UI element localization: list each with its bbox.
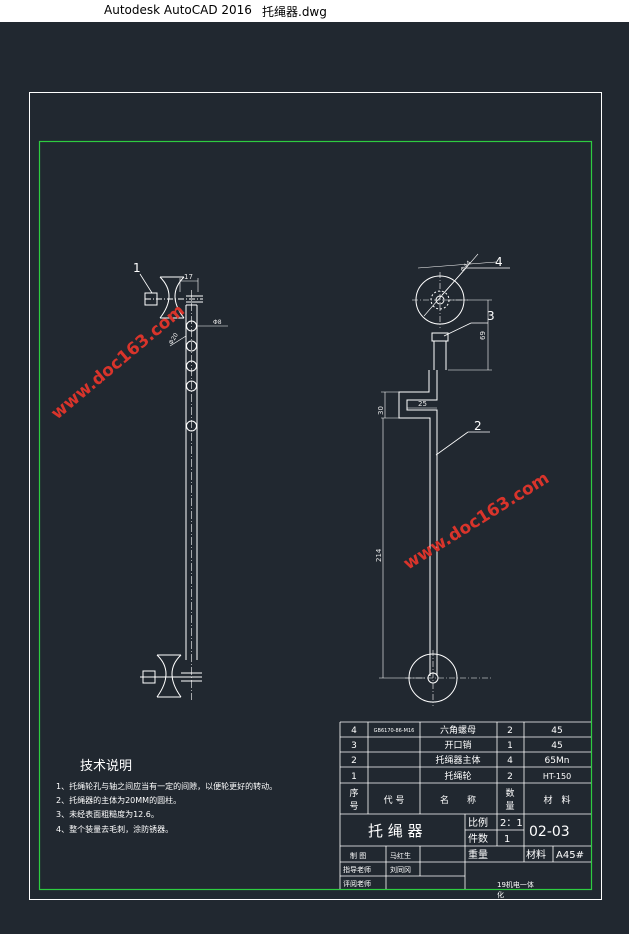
bom-header-qty-top: 数 <box>505 787 514 799</box>
inner-frame <box>38 140 593 891</box>
watermark-right: www.doc163.com <box>400 468 553 574</box>
bom-row-2-no: 2 <box>351 756 357 766</box>
bom-row-1-material: HT-150 <box>543 772 571 781</box>
drawing-canvas[interactable]: 1 17 Φ8 Φ20 <box>0 22 629 934</box>
file-title: 托绳器.dwg <box>262 5 327 19</box>
note-line-2: 2、托绳器的主体为20MM的圆柱。 <box>56 795 181 805</box>
technical-notes: 技术说明 1、托绳轮孔与轴之间应当有一定的间隙，以便轮更好的转动。 2、托绳器的… <box>56 759 277 834</box>
balloon-2: 2 <box>474 419 482 433</box>
note-line-1: 1、托绳轮孔与轴之间应当有一定的间隙，以便轮更好的转动。 <box>56 781 277 791</box>
title-block <box>340 814 591 889</box>
side-view <box>139 273 228 700</box>
bom-row-2-material: 65Mn <box>545 756 570 766</box>
bom-row-2-qty: 4 <box>507 756 513 766</box>
balloon-4: 4 <box>495 255 503 269</box>
advisor-label: 指导老师 <box>343 865 371 874</box>
dim-69: 69 <box>479 331 487 340</box>
bom-row-1-name: 托绳轮 <box>444 770 471 782</box>
reviewer-label: 评阅老师 <box>343 879 371 888</box>
bom-row-4-no: 4 <box>351 726 357 736</box>
drawn-label: 制 图 <box>350 851 366 860</box>
weight-label: 重量 <box>468 848 488 861</box>
balloon-1: 1 <box>133 261 141 275</box>
class-line-1: 19机电一体 <box>497 880 534 889</box>
drawing-name: 托 绳 器 <box>368 822 423 840</box>
watermark-left: www.doc163.com <box>47 301 188 424</box>
dim-214: 214 <box>375 548 383 562</box>
bom-row-1-no: 1 <box>351 772 357 782</box>
advisor-name: 刘同冈 <box>390 865 411 874</box>
bom-header-no-bottom: 号 <box>349 801 358 812</box>
material-value: A45# <box>556 850 584 861</box>
bom-row-3-name: 开口销 <box>444 739 471 751</box>
class-line-2: 化 <box>497 890 504 899</box>
bom-header-no-top: 序 <box>349 787 358 799</box>
bom-row-3-material: 45 <box>551 741 562 751</box>
dim-25: 25 <box>418 400 427 408</box>
dim-30: 30 <box>377 406 385 415</box>
note-line-4: 4、整个装量去毛刺，涂防锈器。 <box>56 824 173 834</box>
scale-label: 比例 <box>468 816 488 829</box>
drawing-number: 02-03 <box>529 824 570 840</box>
bom-header-code: 代 号 <box>384 795 405 806</box>
bom-row-1-qty: 2 <box>507 772 513 782</box>
bom-row-3-qty: 1 <box>507 741 513 751</box>
dim-phi8: Φ8 <box>213 319 222 326</box>
bom-header-qty-bottom: 量 <box>505 801 514 812</box>
dim-17: 17 <box>184 273 193 281</box>
balloon-3: 3 <box>487 309 495 323</box>
bom-row-4-material: 45 <box>551 726 562 736</box>
dim-phi44: Φ44 <box>459 259 473 273</box>
dim-phi20: Φ20 <box>168 332 180 346</box>
bom-header-material: 材 料 <box>543 794 570 806</box>
bom-row-4-qty: 2 <box>507 726 513 736</box>
bom-row-4-name: 六角螺母 <box>440 724 476 736</box>
drawn-name: 马红生 <box>390 851 411 860</box>
window-title-bar: Autodesk AutoCAD 2016 托绳器.dwg <box>0 0 629 22</box>
app-title: Autodesk AutoCAD 2016 <box>104 3 252 17</box>
bom-row-3-no: 3 <box>351 741 357 751</box>
bom-row-2-name: 托绳器主体 <box>435 754 480 766</box>
bom-header-name: 名 称 <box>440 794 476 806</box>
scale-value: 2：1 <box>500 818 523 829</box>
outer-frame <box>29 92 602 900</box>
count-value: 1 <box>504 834 510 845</box>
notes-title: 技术说明 <box>80 759 132 774</box>
note-line-3: 3、未经表面粗糙度为12.6。 <box>56 809 159 819</box>
material-label: 材料 <box>526 848 546 861</box>
bom-table <box>339 721 591 889</box>
front-view <box>379 253 510 706</box>
bom-row-4-code: GB6170-86-M16 <box>374 728 415 734</box>
count-label: 件数 <box>468 832 488 845</box>
